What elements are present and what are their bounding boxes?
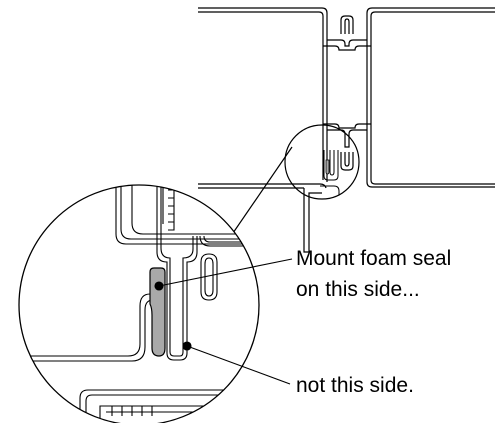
- not-side-callout-line: [186, 345, 291, 385]
- joint-lower-tongue: [340, 152, 354, 171]
- mount-foam-seal-label: Mount foam seal: [296, 247, 452, 270]
- joint-lower-channel-outer: [327, 129, 367, 148]
- magnified-detail-circle: [18, 184, 260, 423]
- left-panel-top-skin: [198, 7, 328, 182]
- joint-tongue-inner: [344, 18, 350, 34]
- joint-lower-tongue-inner: [344, 152, 350, 167]
- left-panel-bottom-skin: [198, 183, 327, 189]
- small-detail-circle: [284, 124, 360, 200]
- mounting-flange: [303, 188, 322, 253]
- upper-panel-assembly: [198, 7, 495, 253]
- joint-channel-inner: [323, 45, 371, 51]
- mount-callout-dot: [154, 281, 164, 291]
- left-panel-top-skin-inner: [198, 11, 324, 180]
- not-side-label: not this side.: [296, 374, 414, 397]
- not-side-callout-dot: [182, 341, 192, 351]
- joint-channel-outer: [327, 39, 367, 47]
- mount-callout-line: [158, 258, 293, 287]
- right-panel-inner-skin: [370, 11, 495, 185]
- callouts: [154, 258, 293, 385]
- small-circle-seal-mark: [325, 159, 330, 175]
- mount-side-label: on this side...: [296, 278, 420, 301]
- right-panel-top-skin: [366, 7, 495, 188]
- joint-lower-channel-inner: [323, 123, 371, 129]
- foam-seal: [149, 267, 166, 357]
- zoom-connector-line-top: [232, 146, 293, 234]
- joint-tongue-outer: [340, 15, 354, 34]
